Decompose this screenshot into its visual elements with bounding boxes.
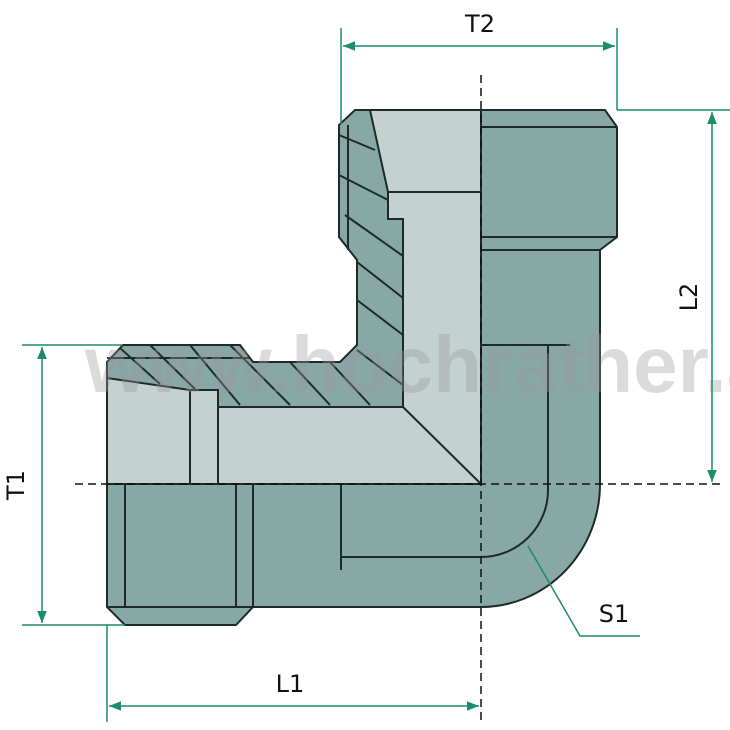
watermark: www.hochrather.at	[84, 320, 730, 409]
dimension-l2: L2	[617, 109, 730, 482]
label-l1: L1	[276, 670, 305, 698]
label-t1: T1	[2, 470, 30, 501]
dimension-t2: T2	[340, 10, 618, 125]
label-l2: L2	[675, 283, 703, 312]
label-s1: S1	[599, 600, 630, 628]
dimension-s1: S1	[527, 545, 640, 637]
hatching	[119, 134, 404, 406]
dimension-t1: T1	[2, 344, 125, 626]
fitting-section	[106, 109, 482, 485]
label-t2: T2	[464, 10, 495, 38]
dimension-l1: L1	[106, 625, 479, 722]
